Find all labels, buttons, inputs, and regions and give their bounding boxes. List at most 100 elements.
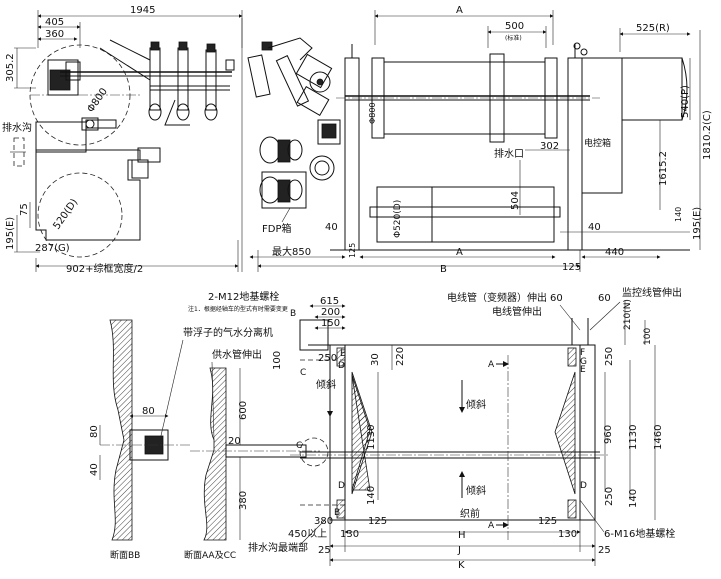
marker-a-top: A <box>488 360 495 370</box>
dim-250-top-right: 250 <box>604 347 615 366</box>
dim-450: 450以上 <box>288 528 327 540</box>
dim-360: 360 <box>45 29 64 40</box>
dim-302: 302 <box>540 141 559 152</box>
dim-40-bb: 40 <box>89 463 100 476</box>
dim-1810c: 1810.2(C) <box>702 110 713 160</box>
dim-max850: 最大850 <box>272 245 311 258</box>
dim-phi800-front: Φ800 <box>368 102 377 124</box>
dim-1460: 1460 <box>653 425 664 450</box>
note-label: 注1．根据经轴车的型式有时需要变更 <box>188 305 288 313</box>
dim-405: 405 <box>45 17 64 28</box>
dim-phi800: Φ800 <box>85 86 109 114</box>
dim-960: 960 <box>603 425 614 444</box>
dim-130-right: 130 <box>558 529 577 540</box>
plan-view: 倾斜 倾斜 倾斜 织前 A A B B C C D D D E E F G 61… <box>288 286 682 571</box>
dim-195e-right: 195(E) <box>692 207 703 240</box>
dim-220: 220 <box>395 347 406 366</box>
dim-250-bottom-right: 250 <box>604 487 615 506</box>
marker-b-bottom: B <box>334 508 340 518</box>
dim-bottom-width: 902+综框宽度/2 <box>66 262 143 275</box>
cable-pipe-inverter-label: 电线管（变频器）伸出 <box>447 291 547 304</box>
dim-j: J <box>457 545 461 556</box>
marker-d-top-left: D <box>338 361 345 371</box>
dim-1130-left: 1130 <box>366 425 377 450</box>
marker-a-bottom: A <box>488 521 495 531</box>
marker-d-bottom-right: D <box>580 481 587 491</box>
anchor-bolt-m16-label: 6-M16地基螺栓 <box>604 527 675 540</box>
dim-504: 504 <box>510 191 521 210</box>
dim-75: 75 <box>19 203 30 216</box>
dim-1615: 1615.2 <box>658 151 669 186</box>
marker-e-bottom: E <box>580 365 586 375</box>
dim-305: 305.2 <box>5 53 16 82</box>
dim-80-bb: 80 <box>142 406 155 417</box>
dim-125-plan-right: 125 <box>538 516 557 527</box>
dim-440: 440 <box>605 247 624 258</box>
dim-40-right: 40 <box>588 222 601 233</box>
dim-520d: 520(D) <box>51 197 80 232</box>
dim-150: 150 <box>321 318 340 329</box>
separator-label: 带浮子的气水分离机 <box>183 326 273 339</box>
dim-500: 500 <box>505 21 524 32</box>
dim-30: 30 <box>370 353 381 366</box>
marker-d-bottom-left: D <box>338 481 345 491</box>
dim-130-left: 130 <box>340 529 359 540</box>
dim-525r: 525(R) <box>636 23 670 34</box>
dim-380: 380 <box>314 516 333 527</box>
dim-287g: 287(G) <box>35 243 70 254</box>
dim-25-right: 25 <box>598 545 611 556</box>
slope-left-label: 倾斜 <box>316 378 336 391</box>
front-view-right: A 500 (标准) 525(R) 电控箱 Φ800 1 <box>249 5 713 275</box>
marker-c-left: C <box>300 368 306 378</box>
side-view-left: 1945 405 360 305.2 排水沟 Φ800 520(D) <box>2 5 243 275</box>
dim-210n: 210(N) <box>623 299 633 330</box>
dim-140-right: 140 <box>628 489 639 508</box>
drain-end-label: 排水沟最端部 <box>248 541 308 554</box>
slope-bottom-label: 倾斜 <box>466 484 486 497</box>
sections-left: 80 80 40 断面BB 600 20 380 断面AA及CC 2-M12地基… <box>89 290 326 561</box>
anchor-bolt-m12-label: 2-M12地基螺栓 <box>208 290 279 303</box>
dim-600: 600 <box>238 401 249 420</box>
dim-100-left: 100 <box>272 351 283 370</box>
drain-label: 排水沟 <box>2 121 32 134</box>
dim-a-top: A <box>456 5 463 16</box>
dim-80-bb-left: 80 <box>89 425 100 438</box>
dim-200: 200 <box>321 307 340 318</box>
dim-phi520d: Φ520(D) <box>393 200 403 238</box>
fdp-box-label: FDP箱 <box>262 222 291 235</box>
marker-f: F <box>580 348 585 358</box>
section-bb-label: 断面BB <box>110 549 140 561</box>
slope-top-label: 倾斜 <box>466 398 486 411</box>
dim-125-plan: 125 <box>368 516 387 527</box>
dim-40-left: 40 <box>325 222 338 233</box>
dim-140: 140 <box>674 207 683 222</box>
cable-pipe-label: 电线管伸出 <box>492 305 542 318</box>
water-pipe-label: 供水管伸出 <box>212 348 262 361</box>
dim-1130-right: 1130 <box>628 425 639 450</box>
dim-h: H <box>458 530 466 541</box>
dim-100-right: 100 <box>643 328 653 345</box>
control-box-label: 电控箱 <box>584 137 611 149</box>
fdp-assembly: FDP箱 <box>241 18 341 272</box>
dim-250-top-left: 250 <box>318 353 337 364</box>
front-label: 织前 <box>460 507 480 520</box>
marker-e-top: E <box>340 349 346 359</box>
dim-615: 615 <box>320 296 339 307</box>
dim-380-aa: 380 <box>238 491 249 510</box>
section-aacc-label: 断面AA及CC <box>184 549 236 561</box>
dim-1945: 1945 <box>130 5 155 16</box>
dim-140-left: 140 <box>366 486 377 505</box>
monitor-pipe-label: 监控线管伸出 <box>622 286 682 299</box>
dim-540p: 540(P) <box>680 85 691 118</box>
dim-125-right: 125 <box>562 262 581 273</box>
dim-b-bottom: B <box>440 264 447 275</box>
dim-195e: 195(E) <box>5 217 16 250</box>
dim-a-mid: A <box>456 247 463 258</box>
dim-500-note: (标准) <box>505 34 522 42</box>
dim-25-left: 25 <box>318 545 331 556</box>
marker-b-top: B <box>290 309 296 319</box>
dim-20: 20 <box>228 436 241 447</box>
marker-c-right: C <box>296 441 302 451</box>
dim-60-left: 60 <box>550 293 563 304</box>
